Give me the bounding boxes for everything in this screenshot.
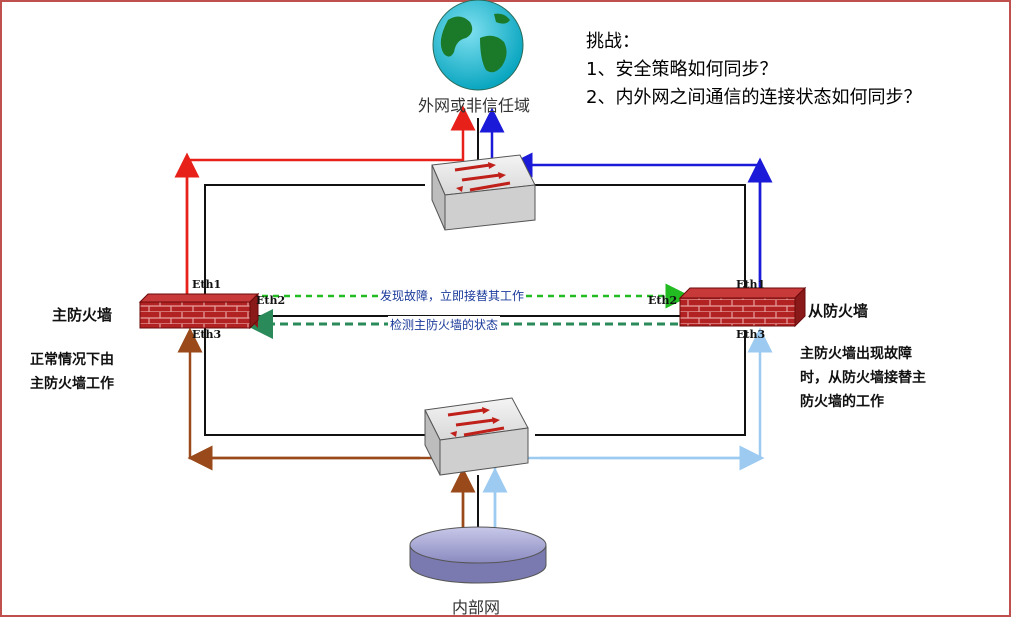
heartbeat-link-label: 检测主防火墙的状态 <box>388 316 501 333</box>
backup-firewall-label: 从防火墙 <box>808 302 869 320</box>
challenge-title: 挑战： <box>586 31 640 52</box>
standby-path-in <box>482 327 773 528</box>
master-firewall-label: 主防火墙 <box>52 306 113 324</box>
active-path-in <box>177 327 476 528</box>
failover-note: 主防火墙出现故障 时，从防火墙接替主 防火墙的工作 <box>800 346 926 410</box>
backup-port-eth1: Eth1 <box>736 278 766 291</box>
globe-icon <box>432 0 524 91</box>
network-disk-icon <box>409 526 547 584</box>
switch-icon <box>424 397 529 476</box>
normal-operation-note: 正常情况下由 主防火墙工作 <box>30 352 114 392</box>
external-zone-label: 外网或非信任域 <box>418 96 531 115</box>
challenge-item: 1、安全策略如何同步？ <box>586 59 778 80</box>
active-path-out <box>174 105 476 300</box>
internal-zone-label: 内部网 <box>452 598 501 617</box>
firewall-icon <box>138 292 260 330</box>
challenge-item: 2、内外网之间通信的连接状态如何同步？ <box>586 87 922 108</box>
master-port-eth2: Eth2 <box>256 294 286 307</box>
failover-link-label: 发现故障，立即接替其工作 <box>378 287 527 304</box>
firewall-icon <box>678 286 807 328</box>
challenge-box: 挑战： 1、安全策略如何同步？ 2、内外网之间通信的连接状态如何同步？ <box>586 28 921 112</box>
master-port-eth3: Eth3 <box>192 328 222 341</box>
switch-icon <box>431 154 536 231</box>
standby-path-out <box>479 107 773 292</box>
backup-port-eth3: Eth3 <box>736 328 766 341</box>
backup-port-eth2: Eth2 <box>648 294 678 307</box>
master-port-eth1: Eth1 <box>192 278 222 291</box>
